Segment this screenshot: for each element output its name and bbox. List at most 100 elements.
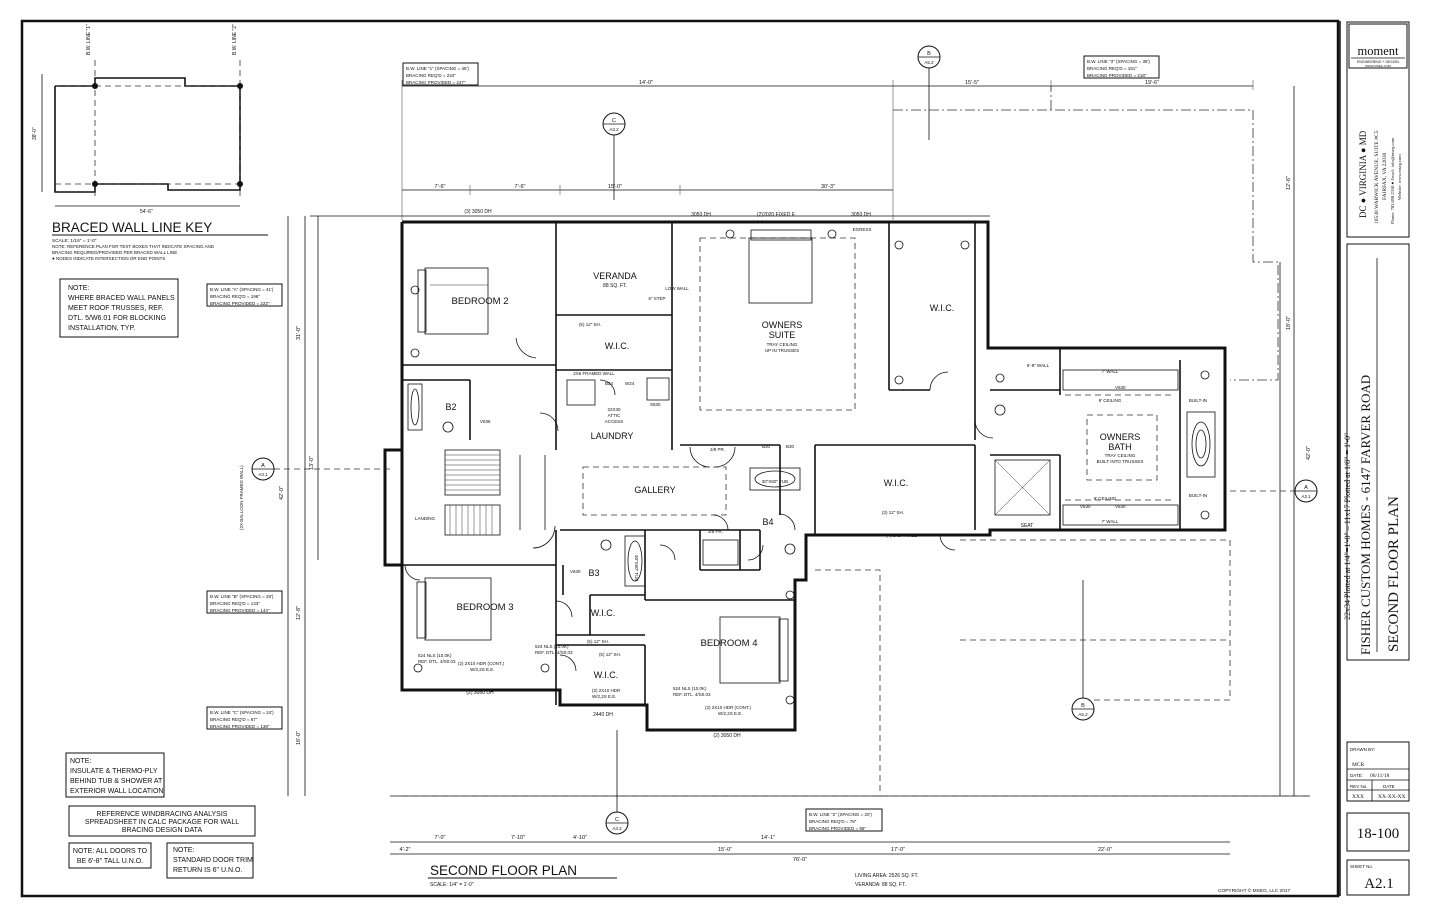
dim: 7'-6" [515,184,526,190]
window-label: 2440 DH [593,712,613,718]
dim: 19'-6" [1145,80,1159,86]
dim: 12'-6" [1286,176,1292,190]
dim: 15'-0" [608,184,622,190]
brace-key-note-1: NOTE: REFERENCE PLAN FOR TEXT BOXES THAT… [52,244,215,249]
shelf-label: (5) 12" SH. [579,322,601,327]
shelf-label: (5) 12" SH. [587,639,609,644]
bw-box-line-b: B.W. LINE "B" (SPACING = 28') BRACING RE… [206,590,283,614]
bw-box-line-a: B.W. LINE "A" (SPACING = 41') BRACING RE… [206,283,283,307]
marker-sheet: A3.2 [612,826,622,831]
plan-title: SECOND FLOOR PLAN [430,863,577,878]
marker-letter: A [261,463,265,469]
note-line: INSTALLATION, TYP. [68,325,135,332]
key-dim-bottom: 54'-6" [140,209,153,215]
room-label-veranda: VERANDA [593,271,637,281]
firm-phone: Phone: 703.898.2350 ● Email: info@mseg.c… [1390,137,1395,224]
firm-logo: moment [1358,44,1399,58]
dim: 7'-10" [511,835,525,841]
brace-key-scale: SCALE: 1/16" = 1'-0" [52,238,97,244]
door-swings [404,337,994,672]
note-roof-trusses: NOTE: WHERE BRACED WALL PANELS MEET ROOF… [59,278,179,338]
note-insulate: NOTE: INSULATE & THERMO-PLY BEHIND TUB &… [65,752,165,798]
sheet-title: SECOND FLOOR PLAN [1386,496,1402,652]
plan-annotations: (3) 3050 DH 3050 DH (2)2020 FIXED E 3050… [239,209,1126,739]
note-reference: REFERENCE WINDBRACING ANALYSIS SPREADSHE… [68,805,256,837]
room-label-wic-veranda: W.I.C. [605,341,630,351]
room-area-veranda: 88 SQ. FT. [603,283,627,289]
bwl-1-label: B.W. LINE "1" [86,24,92,55]
room-label-b4: B4 [762,517,773,527]
dim: 15'-5" [965,80,979,86]
note-line: BRACING DESIGN DATA [122,827,203,834]
floor-plan: 14'-0" 15'-5" 19'-6" 7'-6" 7'-6" 15'-0" … [239,80,1312,863]
shelf-label: (5) 12" SH. [599,652,621,657]
dim: 14'-0" [639,80,653,86]
firm-address-1: 10530 WARWICK AVENUE, SUITE #C5 [1374,130,1380,224]
cabinet-label: B24 [605,381,614,386]
dim: 4'-2" [400,847,411,853]
framed-wall-label: 2X6 FRAMED WALL [573,371,615,376]
vanity-label: V630 [1080,504,1091,509]
firm-web: WWW.MSEG.COM [1365,64,1391,68]
header-label: (2) 2X10 HDR [592,688,621,693]
bed-owners [748,229,813,304]
dim: 15'-0" [718,847,732,853]
wall-label: 7' WALL [1102,369,1119,374]
dim: 16'-0" [296,731,302,745]
room-label-owners-suite-2: SUITE [769,330,796,340]
room-label-owners-bath: OWNERS [1100,432,1141,442]
room-label-b2: B2 [445,402,456,412]
bw-line: B.W. LINE "1" (SPACING = 45') [406,66,469,71]
brace-key-note-2: BRACING REQUIRED/PROVIDED PER BRACED WAL… [52,250,177,255]
bw-line: BRACING REQ'D = 196" [210,294,260,299]
marker-letter: C [612,118,616,124]
wall-label: 7' WALL [1102,519,1119,524]
note-line: RETURN IS 6" U.N.O. [173,867,242,874]
ceiling-label: 9' CEILING [1094,496,1117,501]
room-label-wic-bed3: W.I.C. [591,608,616,618]
brace-key-note-3: ● NODES INDICATE INTERSECTION OR END POI… [52,256,165,261]
room-label-wic-bed4: W.I.C. [594,670,619,680]
room-label-wic-bath: W.I.C. [884,478,909,488]
section-marker-top-c: C A3.2 [602,112,626,200]
bw-line: BRACING REQ'D = 78" [809,819,857,824]
room-label-bedroom-2: BEDROOM 2 [451,296,508,307]
balloon-wall-label: (2X BALLOON FRAMED WALL) [239,465,244,530]
room-label-laundry: LAUNDRY [591,431,634,441]
plot-scale: 22x34 Plotted at 1/4"=1'-0" – 11x17 Plot… [1343,433,1352,620]
bw-line: BRACING REQ'D = 133" [210,601,260,606]
built-in-label: BUILT-IN [1189,398,1207,403]
drawn-by-label: DRAWN BY: [1350,747,1375,752]
date-label: DATE: [1350,773,1363,778]
note-line: STANDARD DOOR TRIM [173,857,253,864]
note-line: REFERENCE WINDBRACING ANALYSIS [97,811,228,818]
rev-date-label: DATE [1383,784,1395,789]
section-marker-bot-c: C A3.2 [605,730,629,835]
marker-letter: B [1081,703,1085,709]
dim: 18'-0" [1286,316,1292,330]
title-block: moment ENGINEERING + DESIGN WWW.MSEG.COM… [1339,21,1410,896]
note-line: NOTE: [70,758,91,765]
dim: 12'-8" [296,606,302,620]
note-line: BE 6'-8" TALL U.N.O. [77,858,143,865]
nls-label: 524 NLS (10.0K) [418,653,452,658]
marker-sheet: A3.2 [609,127,619,132]
note-line: DTL. 5/W6.01 FOR BLOCKING [68,315,166,322]
room-note-tray-bath-2: BUILT INTO TRUSSES [1097,459,1144,464]
bed-3 [416,577,492,641]
low-wall-label: LOW WALL [665,286,689,291]
step-label: 6" STEP [648,296,665,301]
copyright: COPYRIGHT © MSEG, LLC 2017 [1218,887,1291,894]
sheet-number: A2.1 [1364,876,1394,892]
bwl-2-label: B.W. LINE "2" [232,24,238,55]
marker-letter: C [615,817,619,823]
rev-date-value: XX-XX-XX [1378,794,1406,800]
dim: 31'-0" [296,326,302,340]
room-note-tray-bath: TRAY CEILING [1105,453,1136,458]
nls-label: REF. DTL. 4/S0.03 [535,650,573,655]
header-label: (2) 2X10 HDR (CONT.) [705,705,752,710]
marker-sheet: A3.1 [1301,494,1311,499]
window-label: (2)2020 FIXED E [757,212,796,218]
firm-sub: ENGINEERING + DESIGN [1357,60,1399,64]
bw-line: BRACING PROVIDED = 218" [1087,73,1147,78]
